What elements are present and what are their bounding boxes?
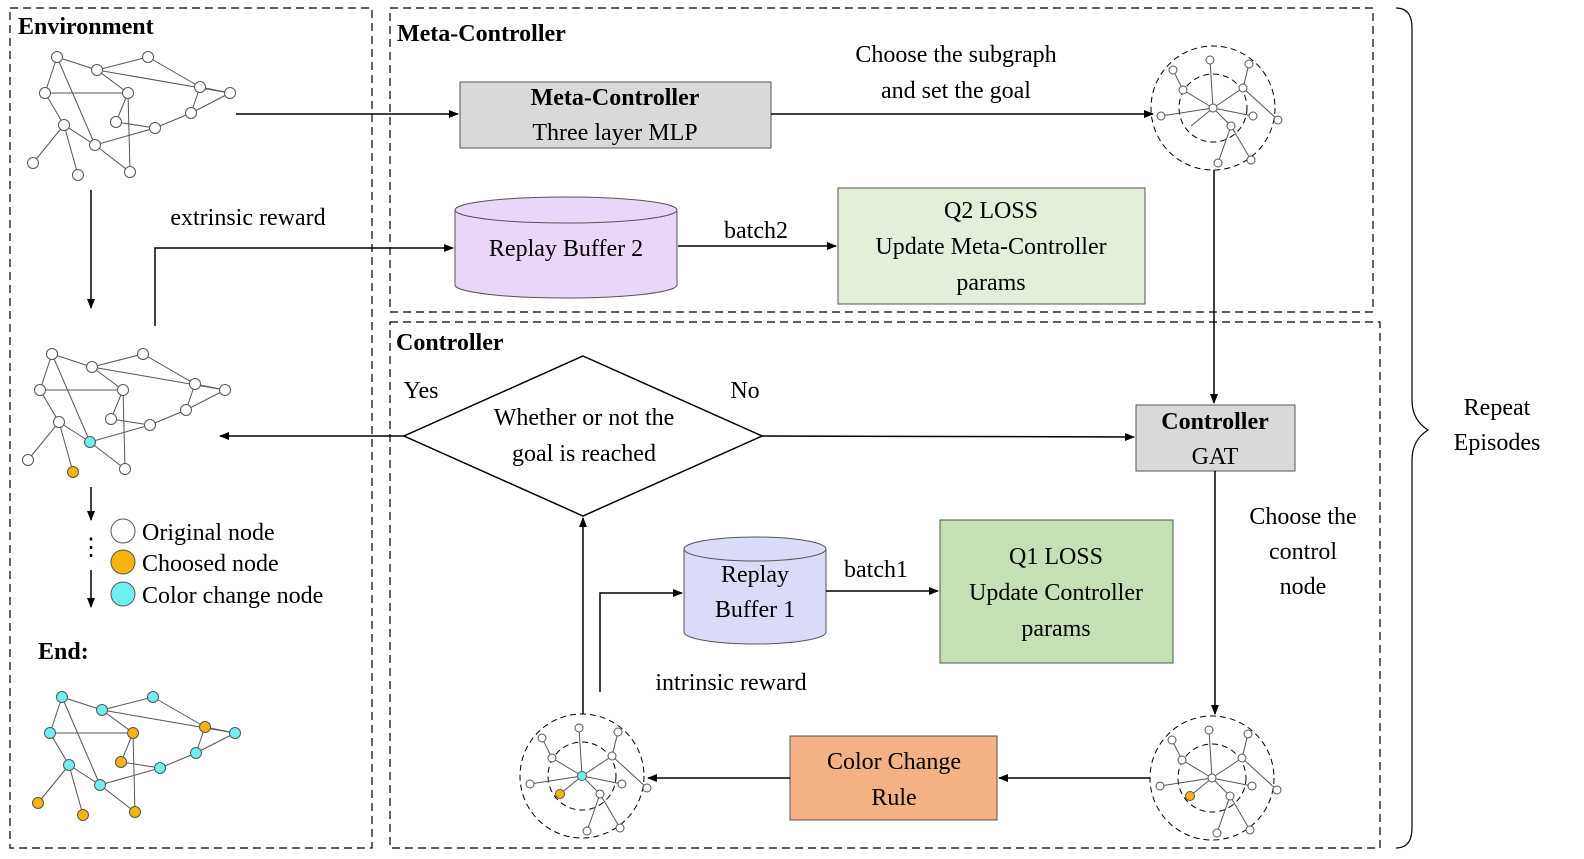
controller-gat-subtitle: GAT [1192,444,1239,470]
subgraph-goal [1150,45,1283,171]
replay-buffer-1 [683,536,827,645]
choose-control-line2: control [1269,539,1337,565]
environment-graph-step [22,348,231,478]
legend-choosed-node-label: Choosed node [142,551,279,577]
environment-graph-end [32,691,241,821]
no-arrow [761,432,1135,441]
extrinsic-reward-label: extrinsic reward [170,205,325,231]
q2-loss-line2: Update Meta-Controller [875,234,1106,260]
intrinsic-reward-label: intrinsic reward [655,670,806,696]
repeat-brace [1395,7,1430,849]
repeat-label-line2: Episodes [1454,430,1541,456]
color-change-rule-line1: Color Change [827,749,961,775]
vdots: ⋮ [79,535,103,561]
q1-loss-box [939,519,1174,664]
meta-controller-mlp-box [459,81,772,149]
color-change-rule-line2: Rule [871,785,916,811]
environment-label: Environment [18,14,154,40]
color-change-rule-box [789,735,998,821]
end-label: End: [38,639,89,665]
q1-loss-line1: Q1 LOSS [1009,544,1103,570]
replay-buffer-1-line2: Buffer 1 [715,597,795,623]
environment-graph-initial [27,51,236,181]
meta-controller-mlp-subtitle: Three layer MLP [532,120,697,146]
choose-control-line1: Choose the [1249,504,1356,530]
controller-gat-title: Controller [1161,409,1269,435]
legend-choosed-node-icon [110,549,136,575]
replay-buffer-1-line1: Replay [721,562,789,588]
legend-original-node-label: Original node [142,520,275,546]
subgraph-color-changed [519,713,652,839]
legend-color-change-node-icon [110,581,136,607]
replay-buffer-2 [454,196,678,299]
decision-line2: goal is reached [512,441,656,467]
decision-line1: Whether or not the [494,405,675,431]
decision-diamond [402,355,764,517]
replay-buffer-2-label: Replay Buffer 2 [489,236,643,262]
q1-loss-line3: params [1021,616,1090,642]
repeat-label-line1: Repeat [1464,395,1531,421]
meta-controller-mlp-title: Meta-Controller [531,85,700,111]
extrinsic-reward-arrow [154,244,454,326]
meta-controller-panel [389,7,1374,313]
subgraph-chosen-node [1149,715,1282,841]
legend-original-node-icon [110,518,136,544]
choose-subgraph-label-line1: Choose the subgraph [855,42,1056,68]
controller-panel [389,321,1381,849]
choose-control-line3: node [1280,574,1327,600]
q2-loss-line3: params [956,270,1025,296]
environment-panel [9,7,373,849]
legend: Original node Choosed node Color change … [110,518,323,609]
batch2-label: batch2 [724,218,788,244]
yes-label: Yes [404,378,439,404]
q2-loss-line1: Q2 LOSS [944,198,1038,224]
batch1-label: batch1 [844,557,908,583]
choose-subgraph-label-line2: and set the goal [881,78,1031,104]
intrinsic-reward-arrow [599,589,683,692]
q1-loss-line2: Update Controller [969,580,1143,606]
no-label: No [730,378,759,404]
legend-color-change-node-label: Color change node [142,583,323,609]
controller-gat-box [1135,404,1296,472]
q2-loss-box [837,187,1146,305]
meta-controller-label: Meta-Controller [397,21,566,47]
controller-label: Controller [396,330,504,356]
